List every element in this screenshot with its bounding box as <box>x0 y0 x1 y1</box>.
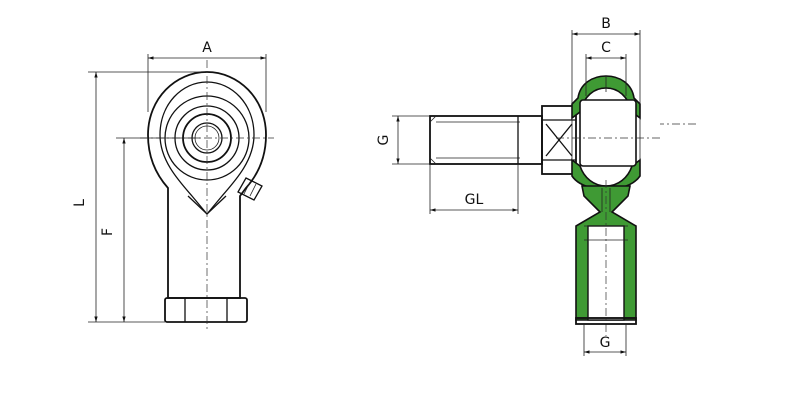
dim-g-left-label: G <box>376 135 392 146</box>
grease-nipple <box>237 177 263 201</box>
dim-g-bottom-label: G <box>600 335 611 351</box>
side-view: B C G GL G <box>376 16 696 356</box>
dim-b-label: B <box>601 16 611 32</box>
dim-c-label: C <box>601 40 611 56</box>
front-head-inner-contour <box>159 81 255 216</box>
front-hex <box>164 297 248 323</box>
front-view: A L F <box>72 40 274 330</box>
dim-l-label: L <box>72 199 88 207</box>
ball-bore-section <box>579 99 637 167</box>
stud-hex <box>541 105 577 175</box>
threaded-stud <box>429 115 543 165</box>
dim-f-label: F <box>100 228 116 236</box>
dim-gl-label: GL <box>465 192 484 208</box>
front-head-web <box>187 195 227 215</box>
dim-a-label: A <box>202 40 212 56</box>
shank-bottom <box>575 317 637 325</box>
